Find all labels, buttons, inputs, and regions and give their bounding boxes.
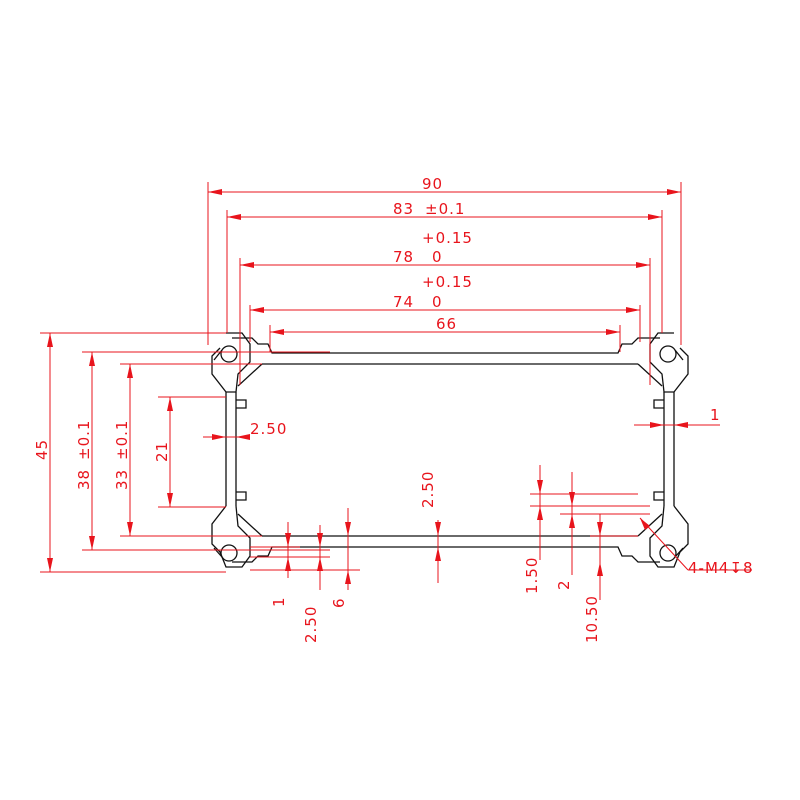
label-right-2: 2	[555, 579, 573, 590]
label-width-83: 83	[393, 200, 414, 218]
label-bottom-2-50: 2.50	[302, 606, 320, 643]
label-tol-78-lower: 0	[432, 248, 443, 266]
dimension-lines	[40, 182, 752, 600]
label-bottom-6: 6	[330, 597, 348, 608]
label-right-10-50: 10.50	[583, 595, 601, 643]
label-width-90: 90	[422, 175, 443, 193]
dimension-labels: 90 83 ±0.1 +0.15 78 0 +0.15 74 0 66 45 3…	[33, 175, 754, 643]
label-tol-83: ±0.1	[425, 200, 465, 218]
label-wall-2-50-left: 2.50	[250, 420, 287, 438]
label-wall-1-right: 1	[710, 406, 721, 424]
label-tol-33: ±0.1	[113, 420, 131, 460]
label-height-33: 33	[113, 469, 131, 490]
label-tol-38: ±0.1	[75, 420, 93, 460]
label-width-74: 74	[393, 293, 414, 311]
label-hole-callout: 4-M4↧8	[688, 559, 754, 577]
label-height-21: 21	[153, 441, 171, 462]
label-tol-74-lower: 0	[432, 293, 443, 311]
label-tol-78-upper: +0.15	[422, 229, 473, 247]
label-bottom-1: 1	[270, 596, 288, 607]
profile-outline	[211, 332, 689, 568]
label-center-2-50: 2.50	[419, 471, 437, 508]
label-height-38: 38	[75, 469, 93, 490]
label-width-66: 66	[436, 315, 457, 333]
label-tol-74-upper: +0.15	[422, 273, 473, 291]
label-height-45: 45	[33, 439, 51, 460]
label-width-78: 78	[393, 248, 414, 266]
label-right-1-50: 1.50	[523, 557, 541, 594]
